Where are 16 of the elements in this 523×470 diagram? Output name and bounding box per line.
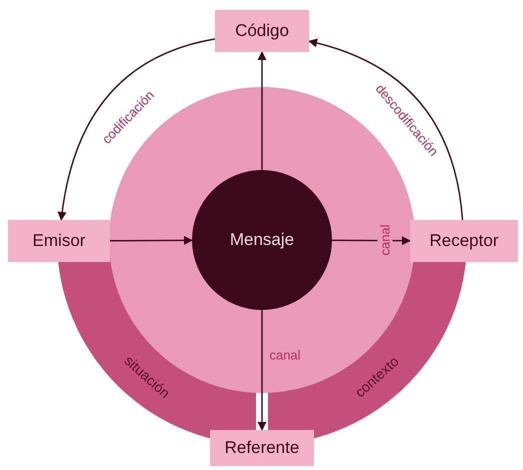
concept-box xyxy=(410,220,518,262)
concept-box xyxy=(215,10,309,52)
arrow xyxy=(308,38,464,220)
message-label: Mensaje xyxy=(230,230,294,250)
concept-label: Código xyxy=(235,21,289,41)
arrow xyxy=(58,38,216,221)
arrow xyxy=(110,236,193,245)
concept-label: Receptor xyxy=(430,231,498,251)
arrow xyxy=(258,310,266,431)
concept-box xyxy=(210,430,314,466)
edge-label: canal xyxy=(268,348,302,362)
concept-label: Referente xyxy=(224,438,300,458)
edge-label: canal xyxy=(378,223,392,257)
concept-box xyxy=(8,220,110,262)
concept-label: Emisor xyxy=(32,231,86,251)
arrow xyxy=(258,51,266,170)
